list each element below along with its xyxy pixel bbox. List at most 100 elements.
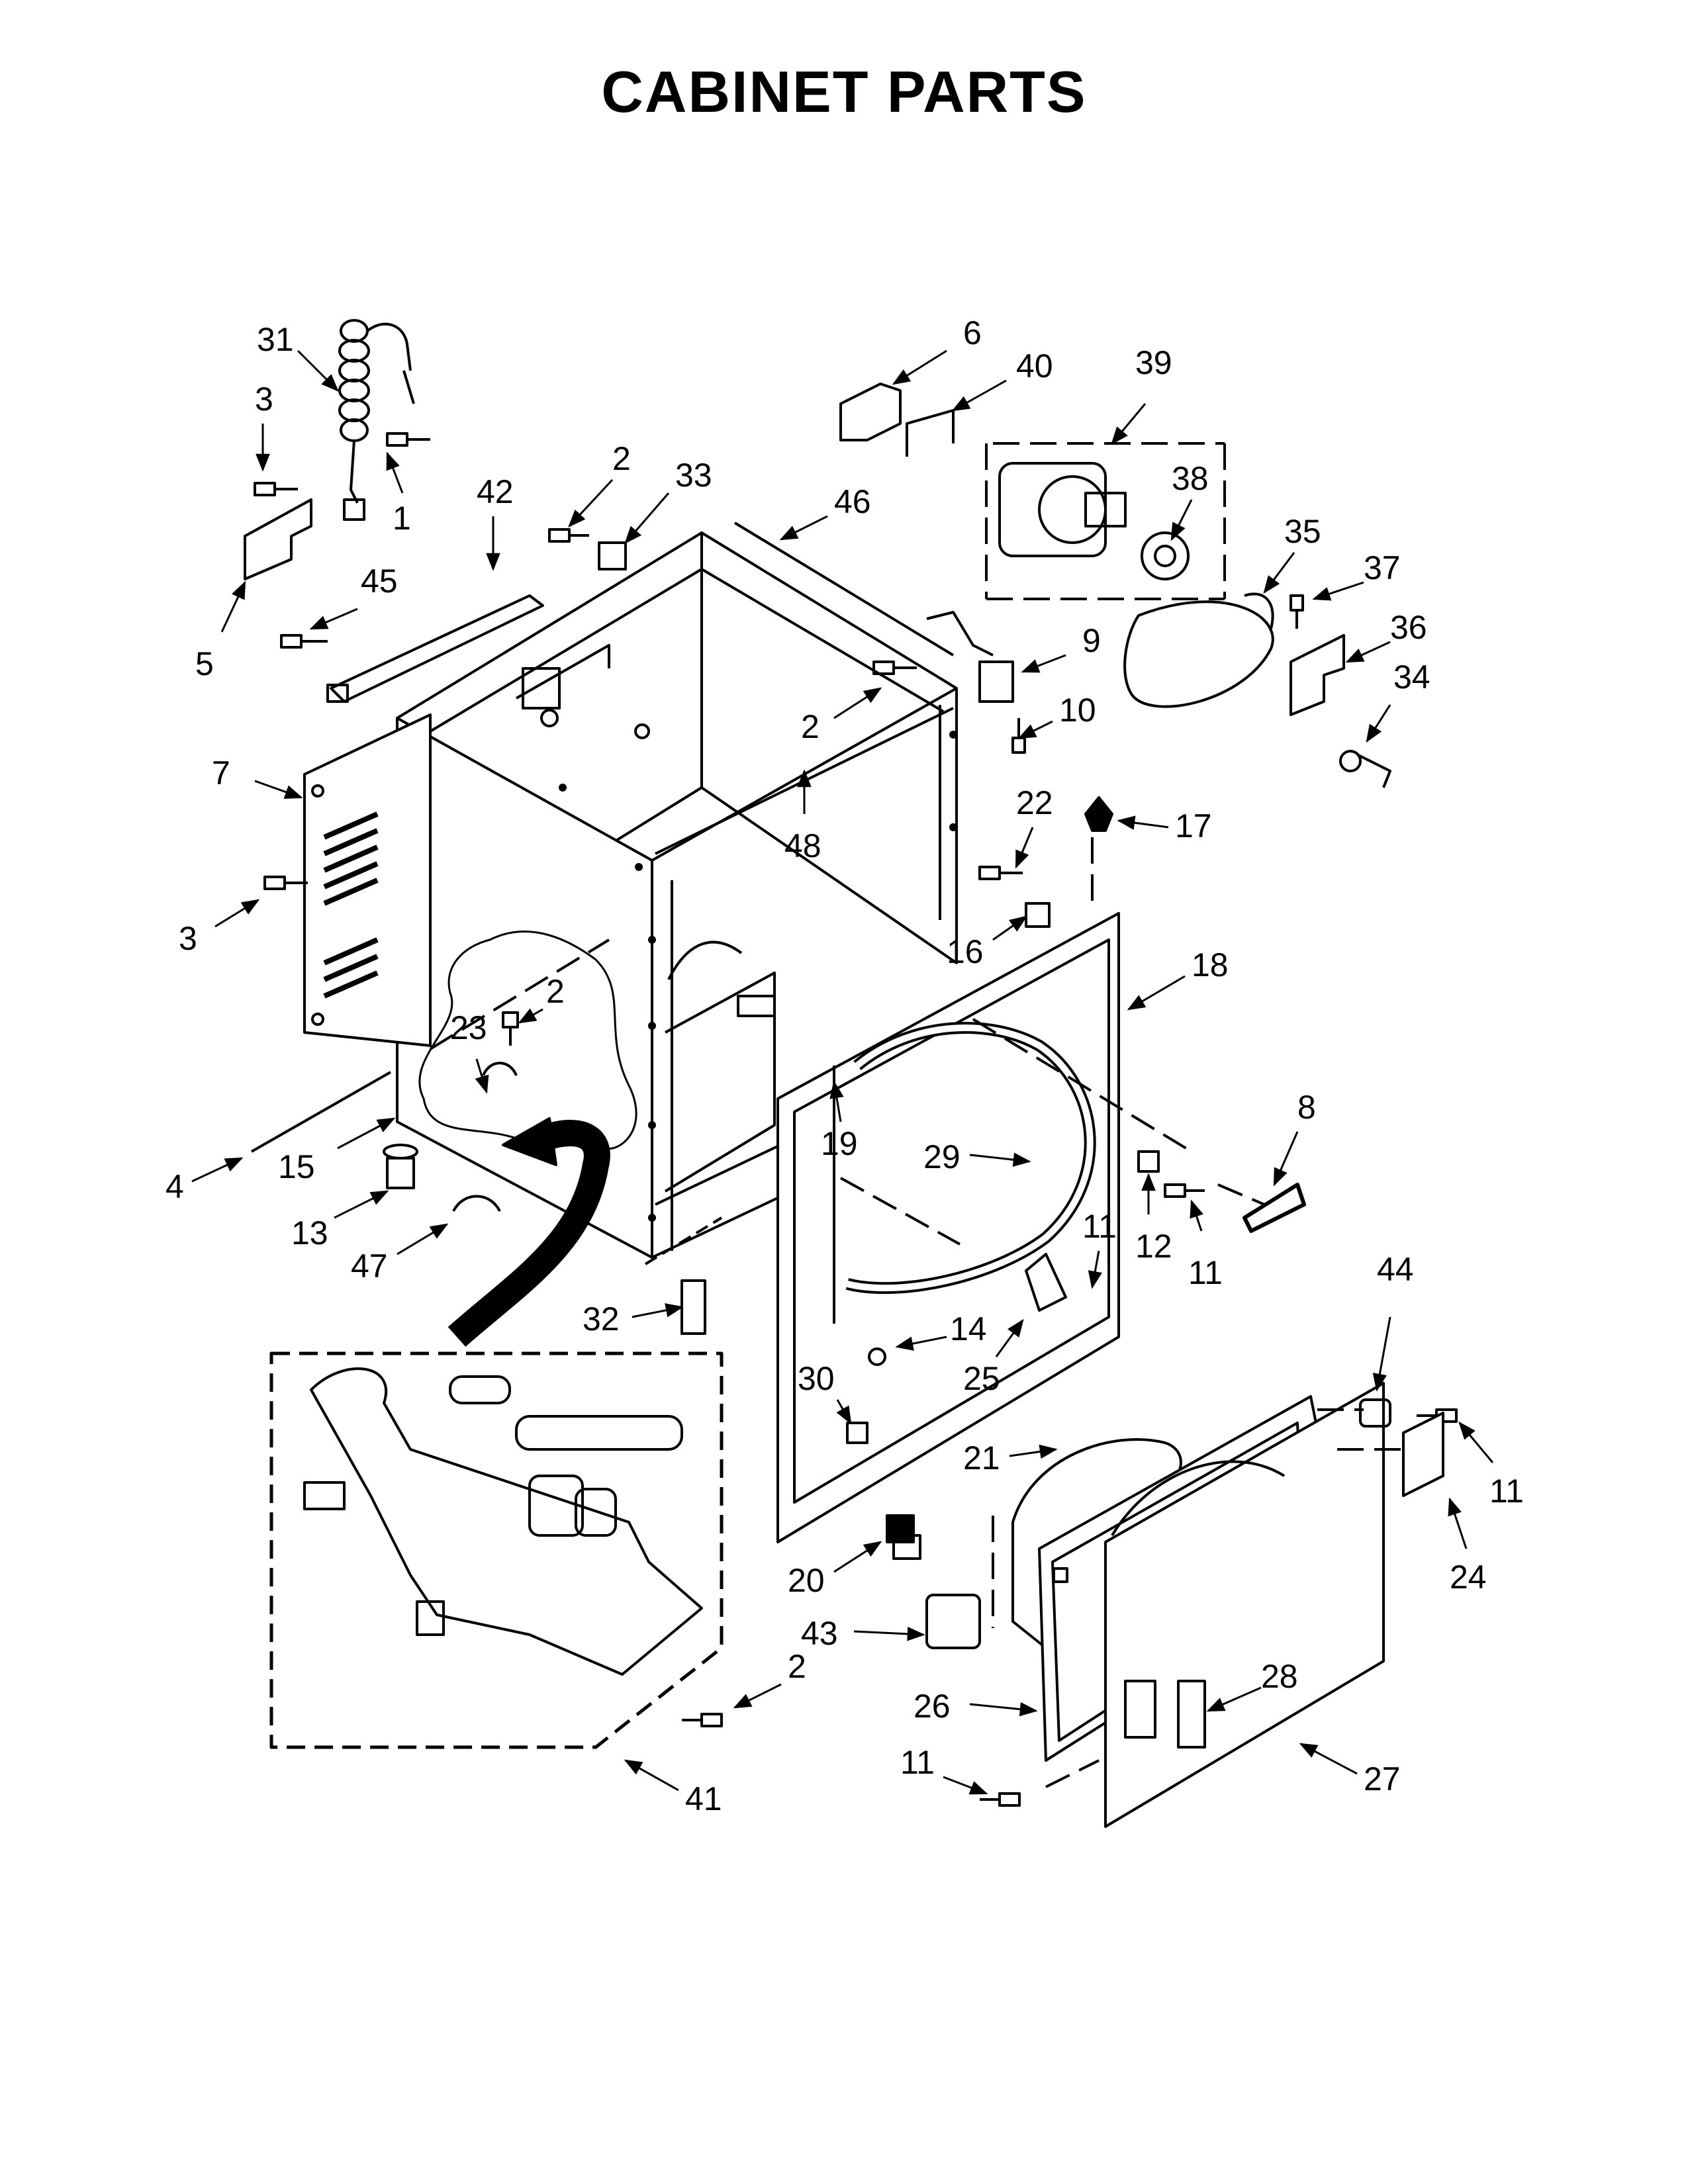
screw [682, 1713, 723, 1727]
callout-41: 41 [624, 1759, 722, 1817]
svg-text:16: 16 [947, 933, 984, 970]
svg-text:2: 2 [546, 973, 565, 1010]
callout-42: 42 [477, 473, 514, 571]
burner-assembly [269, 1351, 724, 1749]
sensor-32 [644, 1216, 723, 1335]
callout-21: 21 [963, 1439, 1058, 1477]
svg-text:28: 28 [1261, 1658, 1298, 1695]
callout-8: 8 [1273, 1089, 1316, 1187]
callout-48: 48 [784, 769, 821, 864]
svg-text:40: 40 [1016, 347, 1053, 385]
svg-text:5: 5 [195, 645, 214, 682]
callout-30: 30 [798, 1360, 852, 1425]
screw [386, 432, 430, 447]
screw [980, 1792, 1021, 1807]
callout-46: 46 [779, 483, 871, 541]
svg-text:3: 3 [255, 381, 273, 418]
svg-text:3: 3 [179, 920, 197, 957]
callout-11: 11 [900, 1744, 988, 1795]
svg-text:27: 27 [1364, 1760, 1401, 1797]
callout-3: 3 [255, 381, 273, 472]
callout-2: 2 [801, 687, 882, 745]
svg-text:20: 20 [788, 1562, 825, 1599]
callout-38: 38 [1170, 460, 1209, 541]
svg-text:1: 1 [393, 500, 411, 537]
callout-23: 23 [450, 1009, 489, 1094]
callout-17: 17 [1117, 807, 1212, 844]
svg-text:32: 32 [583, 1300, 620, 1338]
svg-text:22: 22 [1016, 784, 1053, 821]
callout-14: 14 [895, 1310, 987, 1351]
small-parts [244, 383, 1458, 1807]
callout-6: 6 [892, 314, 982, 385]
leader-dashes [429, 442, 1403, 1788]
callout-35: 35 [1263, 513, 1321, 594]
svg-text:2: 2 [801, 708, 820, 745]
front-panel [776, 912, 1120, 1560]
callout-44: 44 [1372, 1251, 1414, 1392]
svg-text:25: 25 [963, 1360, 1000, 1397]
svg-text:10: 10 [1059, 692, 1096, 729]
svg-text:18: 18 [1192, 946, 1229, 983]
callout-39: 39 [1111, 344, 1172, 445]
door-parts [886, 1382, 1444, 1828]
callout-13: 13 [291, 1190, 389, 1251]
cabinet-body [396, 531, 958, 1259]
svg-text:46: 46 [834, 483, 871, 520]
svg-text:6: 6 [963, 314, 982, 351]
svg-text:13: 13 [291, 1214, 328, 1251]
callout-2: 2 [568, 440, 631, 527]
callout-47: 47 [351, 1223, 449, 1285]
screw [1289, 594, 1304, 629]
svg-text:42: 42 [477, 473, 514, 510]
rear-panel [303, 713, 432, 1047]
callout-33: 33 [624, 457, 712, 545]
svg-text:17: 17 [1175, 807, 1212, 844]
callout-31: 31 [257, 321, 339, 392]
callout-40: 40 [951, 347, 1053, 412]
screw [280, 634, 328, 649]
callout-32: 32 [583, 1300, 684, 1338]
callout-45: 45 [309, 563, 398, 630]
screw [502, 1011, 519, 1046]
svg-text:12: 12 [1135, 1228, 1172, 1265]
screw [548, 528, 589, 543]
svg-text:48: 48 [784, 827, 821, 864]
svg-text:11: 11 [1188, 1254, 1223, 1291]
callout-5: 5 [195, 580, 246, 682]
svg-text:11: 11 [900, 1744, 935, 1781]
callout-1: 1 [386, 451, 411, 537]
screw [263, 876, 308, 890]
svg-text:31: 31 [257, 321, 294, 358]
callout-11: 11 [1458, 1421, 1524, 1510]
svg-text:23: 23 [450, 1009, 487, 1046]
svg-text:38: 38 [1172, 460, 1209, 497]
svg-text:34: 34 [1393, 659, 1430, 696]
callout-43: 43 [801, 1615, 925, 1652]
callout-22: 22 [1015, 784, 1053, 869]
svg-text:19: 19 [821, 1125, 858, 1162]
svg-text:11: 11 [1489, 1473, 1524, 1510]
callout-12: 12 [1135, 1173, 1172, 1265]
callout-2: 2 [733, 1648, 806, 1709]
svg-text:29: 29 [923, 1138, 961, 1175]
callout-27: 27 [1299, 1743, 1401, 1797]
callout-15: 15 [278, 1117, 396, 1185]
screw [254, 482, 298, 496]
power-cord [338, 319, 415, 521]
svg-text:2: 2 [612, 440, 631, 477]
svg-text:36: 36 [1390, 609, 1427, 646]
svg-text:11: 11 [1082, 1208, 1117, 1245]
svg-text:35: 35 [1284, 513, 1321, 550]
callout-9: 9 [1021, 622, 1101, 673]
svg-text:15: 15 [278, 1148, 315, 1185]
callout-11: 11 [1188, 1199, 1223, 1291]
callout-2: 2 [518, 973, 565, 1024]
page-title: CABINET PARTS [601, 59, 1087, 124]
callout-16: 16 [947, 915, 1028, 970]
svg-text:30: 30 [798, 1360, 835, 1397]
callout-24: 24 [1448, 1497, 1487, 1596]
callout-3: 3 [179, 899, 260, 957]
